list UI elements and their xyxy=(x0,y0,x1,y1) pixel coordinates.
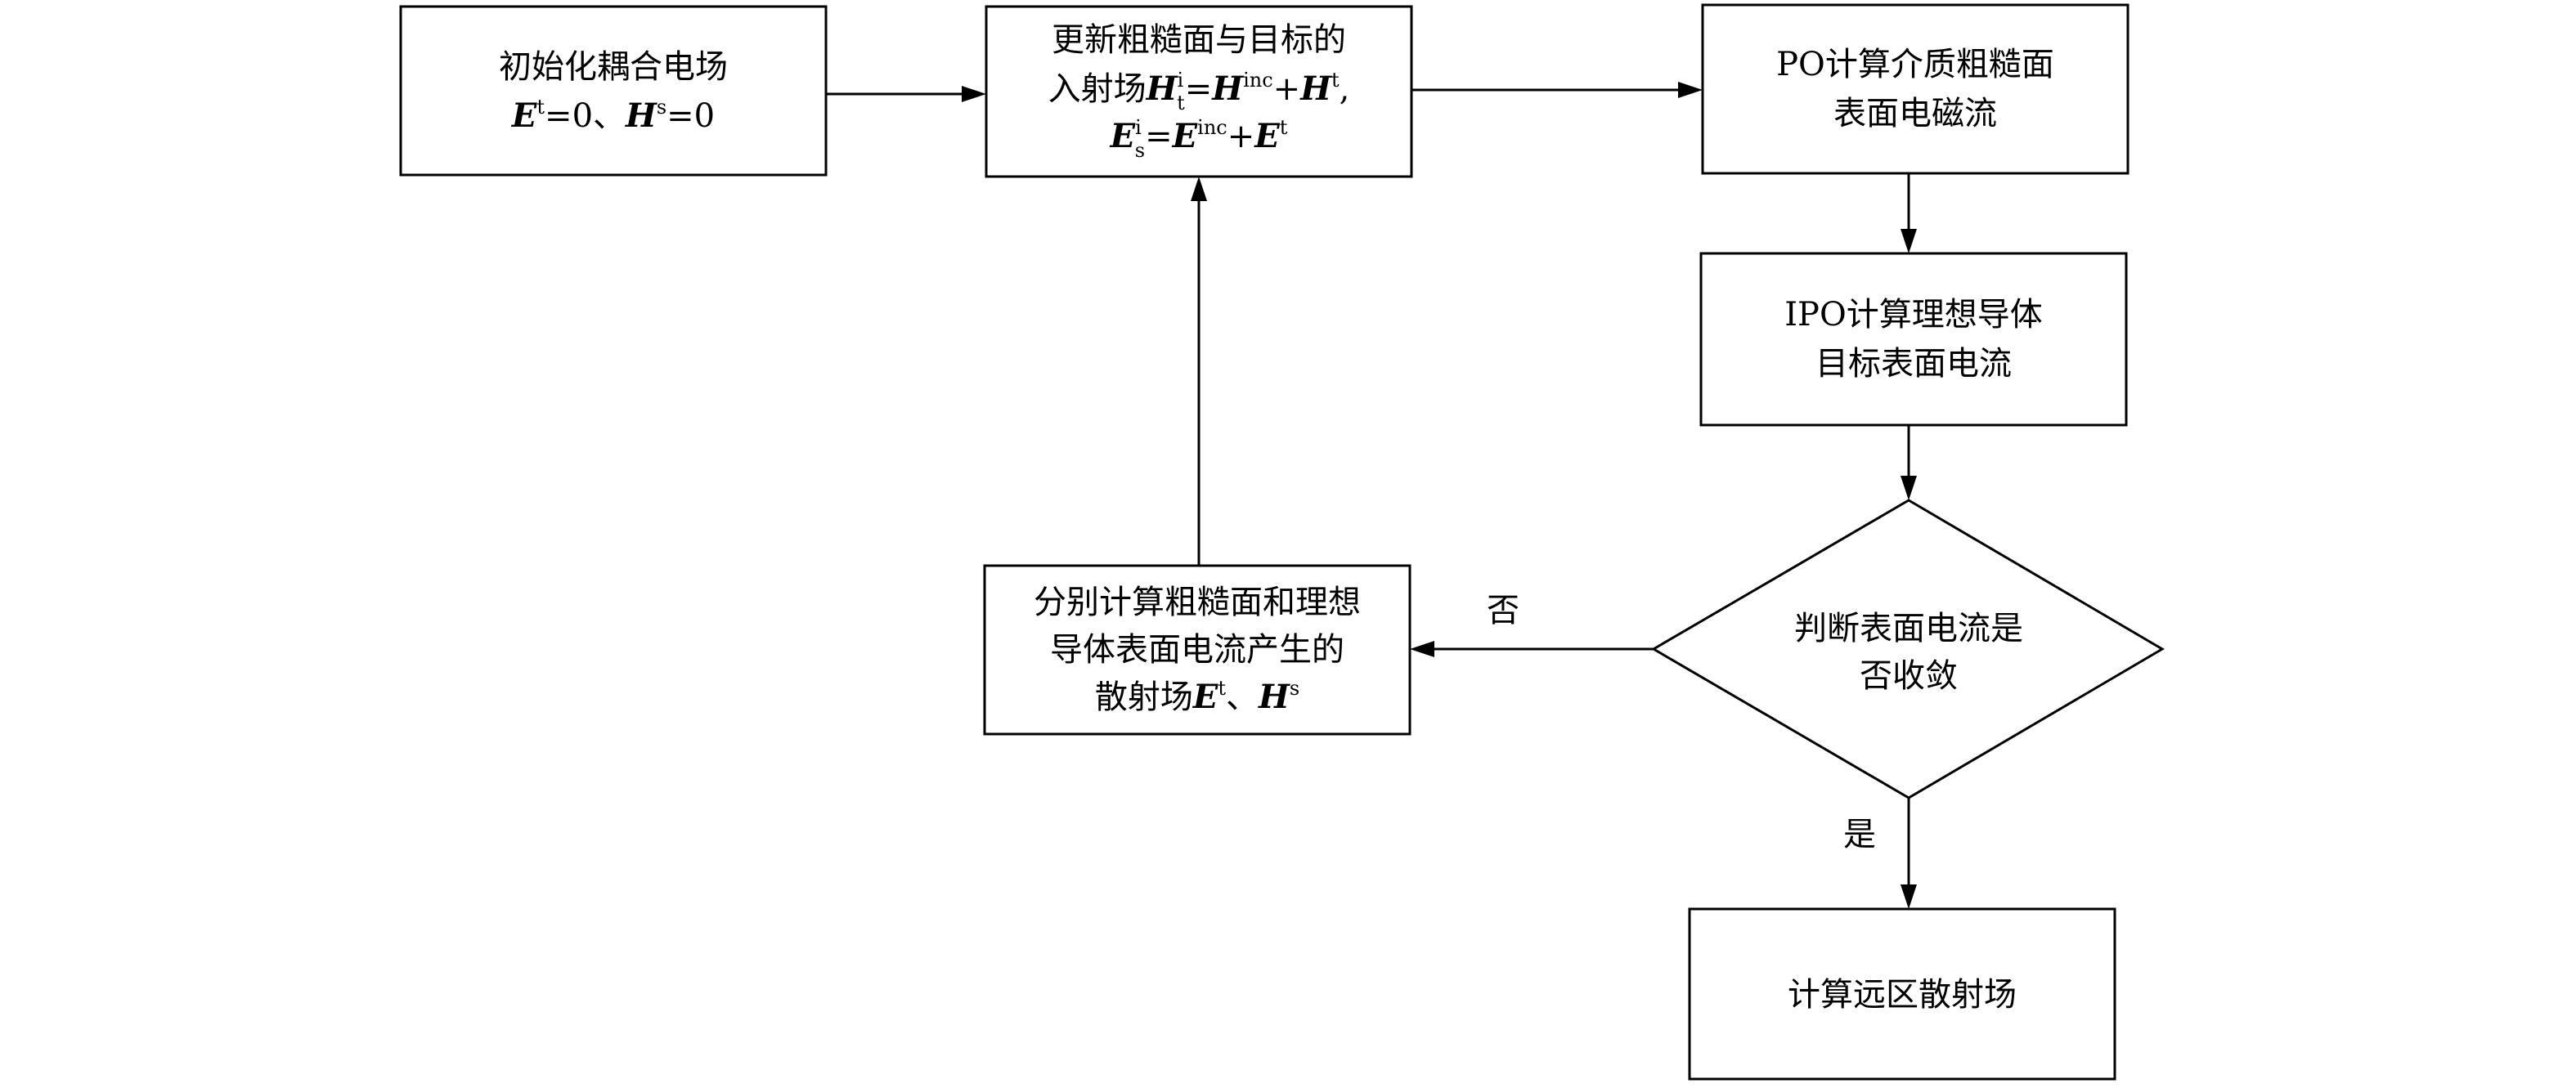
node-text: 分别计算粗糙面和理想 xyxy=(1034,584,1361,621)
node-text: 表面电磁流 xyxy=(1833,95,1997,132)
arrowhead xyxy=(1901,884,1917,909)
node-text: 初始化耦合电场 xyxy=(499,48,728,86)
arrowhead xyxy=(1901,476,1917,500)
node-text: 判断表面电流是 xyxy=(1794,610,2023,647)
arrowhead xyxy=(962,86,986,102)
node-text: 否收敛 xyxy=(1860,657,1958,695)
node-text: 导体表面电流产生的 xyxy=(1050,631,1344,669)
arrowhead xyxy=(1410,641,1434,657)
node-text: PO计算介质粗糙面 xyxy=(1776,46,2054,83)
node-text: 目标表面电流 xyxy=(1815,345,2012,383)
node-scatter: 分别计算粗糙面和理想 导体表面电流产生的 散射场Et、Hs xyxy=(983,564,1411,736)
edge-label-yes: 是 xyxy=(1843,816,1876,853)
node-decision: 判断表面电流是 否收敛 xyxy=(1651,499,2165,799)
node-formula: 散射场Et、Hs xyxy=(1095,677,1299,716)
node-far: 计算远区散射场 xyxy=(1688,907,2116,1081)
node-text: 计算远区散射场 xyxy=(1788,976,2017,1014)
node-text: IPO计算理想导体 xyxy=(1784,296,2043,334)
node-po: PO计算介质粗糙面 表面电磁流 xyxy=(1701,3,2129,175)
node-ipo: IPO计算理想导体 目标表面电流 xyxy=(1699,252,2128,427)
connectors xyxy=(826,82,1917,909)
arrowhead xyxy=(1191,177,1207,201)
node-init: 初始化耦合电场 Et=0、Hs=0 xyxy=(399,5,828,177)
node-formula: Et=0、Hs=0 xyxy=(511,96,715,135)
edge-label-no: 否 xyxy=(1487,592,1519,629)
arrowhead xyxy=(1901,229,1917,253)
arrowhead xyxy=(1678,82,1703,98)
node-text: 更新粗糙面与目标的 xyxy=(1052,21,1346,59)
